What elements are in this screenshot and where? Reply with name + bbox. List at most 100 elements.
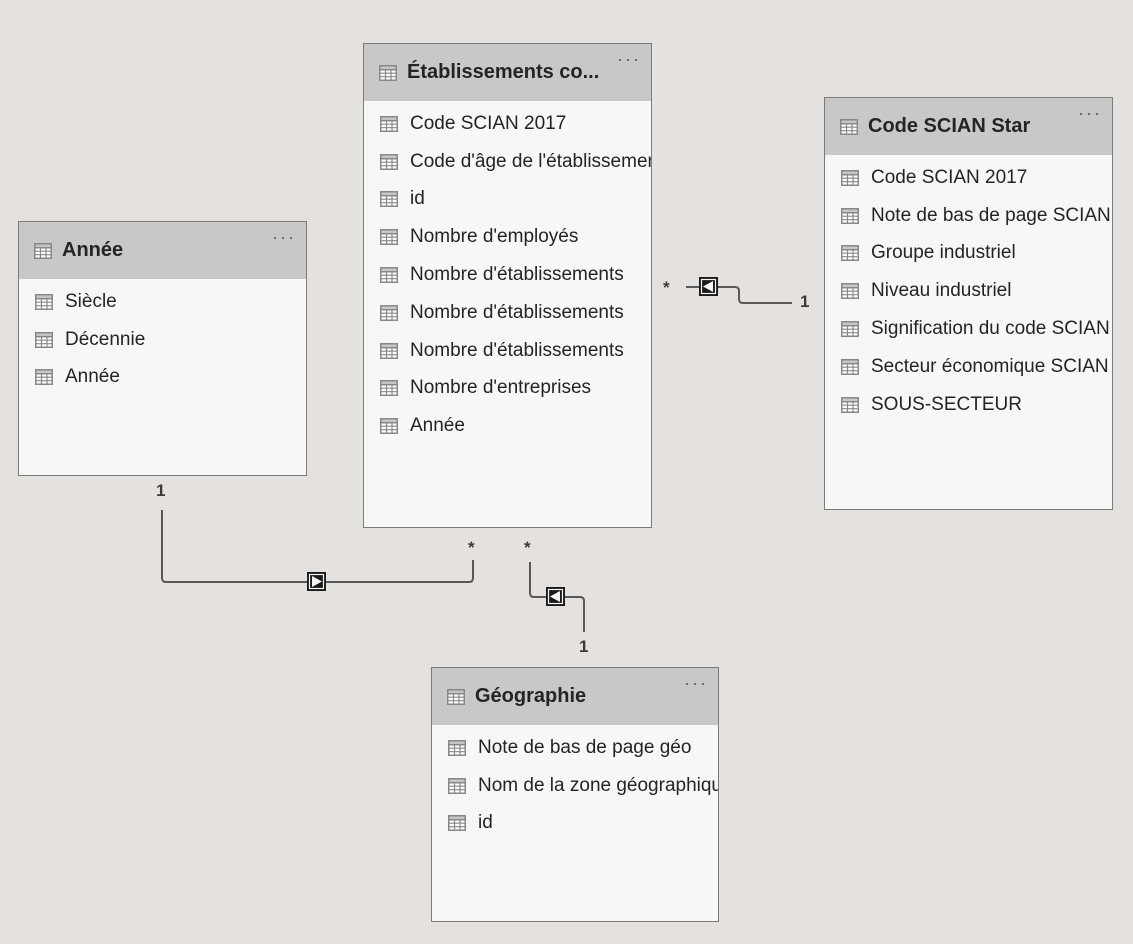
field-label: Niveau industriel [871,280,1012,302]
direction-arrow-annee-icon [307,572,326,591]
field-row[interactable]: Année [19,359,306,397]
field-label: Siècle [65,290,117,312]
field-label: Note de bas de page SCIAN [871,204,1111,226]
table-icon [841,321,859,338]
field-row[interactable]: Note de bas de page géo [432,729,718,767]
table-icon [840,118,858,135]
field-label: Groupe industriel [871,242,1016,264]
cardinality-one-geo: 1 [579,637,589,656]
field-row[interactable]: Nombre d'établissements [364,256,651,294]
table-icon [448,739,466,756]
field-label: Nombre d'employés [410,226,579,248]
table-icon [380,115,398,132]
field-label: Secteur économique SCIAN [871,355,1109,377]
table-icon [380,153,398,170]
table-icon [448,815,466,832]
cardinality-many-scian: * [663,278,670,297]
field-label: Nombre d'établissements [410,339,624,361]
more-options-icon[interactable]: ··· [272,227,296,247]
table-icon [841,283,859,300]
connector-line-scian [686,286,792,304]
field-row[interactable]: Groupe industriel [825,235,1112,273]
table-icon [841,396,859,413]
field-label: Signification du code SCIAN [871,318,1110,340]
cardinality-many-geo: * [524,538,531,557]
field-label: Nombre d'établissements [410,264,624,286]
more-options-icon[interactable]: ··· [684,673,708,693]
table-icon [35,293,53,310]
table-icon [380,191,398,208]
field-row[interactable]: Nombre d'entreprises [364,370,651,408]
field-label: Année [65,366,120,388]
field-row[interactable]: id [432,805,718,843]
direction-arrow-scian-icon [699,277,718,296]
field-row[interactable]: Année [364,407,651,445]
field-label: Nombre d'établissements [410,301,624,323]
table-icon [841,169,859,186]
field-label: id [410,188,425,210]
field-row[interactable]: Secteur économique SCIAN [825,348,1112,386]
field-label: Nombre d'entreprises [410,377,592,399]
table-header-geographie[interactable]: Géographie ··· [432,668,718,725]
table-header-code-scian-star[interactable]: Code SCIAN Star ··· [825,98,1112,155]
table-icon [380,267,398,284]
field-row[interactable]: Nom de la zone géographique [432,767,718,805]
table-icon [35,369,53,386]
field-row[interactable]: Nombre d'établissements [364,332,651,370]
cardinality-many-annee: * [468,538,475,557]
field-row[interactable]: Nombre d'établissements [364,294,651,332]
field-row[interactable]: SOUS-SECTEUR [825,386,1112,424]
table-icon [380,418,398,435]
table-icon [380,380,398,397]
field-label: id [478,812,493,834]
field-label: Code d'âge de l'établissement [410,150,652,172]
table-title: Établissements co... [407,61,600,83]
table-title: Code SCIAN Star [868,115,1031,137]
field-row[interactable]: Code SCIAN 2017 [825,159,1112,197]
field-label: Nom de la zone géographique [478,774,719,796]
table-icon [34,242,52,259]
relationship-etablissements-geographie[interactable] [529,562,585,632]
relationship-etablissements-scian[interactable] [686,277,792,304]
field-label: Code SCIAN 2017 [871,166,1028,188]
table-icon [379,64,397,81]
field-row[interactable]: Décennie [19,321,306,359]
field-row[interactable]: id [364,181,651,219]
field-row[interactable]: Siècle [19,283,306,321]
field-label: Décennie [65,328,146,350]
table-icon [380,304,398,321]
table-title: Année [62,239,124,261]
table-card-etablissements[interactable]: Établissements co... ··· Code SCIAN 2017… [363,43,652,528]
more-options-icon[interactable]: ··· [1078,103,1102,123]
field-row[interactable]: Signification du code SCIAN [825,310,1112,348]
table-title: Géographie [475,685,587,707]
table-icon [380,342,398,359]
field-row[interactable]: Note de bas de page SCIAN [825,197,1112,235]
field-row[interactable]: Code SCIAN 2017 [364,105,651,143]
field-row[interactable]: Code d'âge de l'établissement [364,143,651,181]
table-icon [841,358,859,375]
table-icon [447,688,465,705]
field-label: Note de bas de page géo [478,736,692,758]
direction-arrow-geo-icon [546,587,565,606]
cardinality-one-annee: 1 [156,481,166,500]
table-icon [448,777,466,794]
field-label: Année [410,415,465,437]
field-row[interactable]: Nombre d'employés [364,218,651,256]
table-header-annee[interactable]: Année ··· [19,222,306,279]
table-icon [841,207,859,224]
field-label: Code SCIAN 2017 [410,112,567,134]
more-options-icon[interactable]: ··· [617,49,641,69]
table-header-etablissements[interactable]: Établissements co... ··· [364,44,651,101]
field-row[interactable]: Niveau industriel [825,272,1112,310]
table-icon [841,245,859,262]
connector-line-geo [529,562,585,632]
